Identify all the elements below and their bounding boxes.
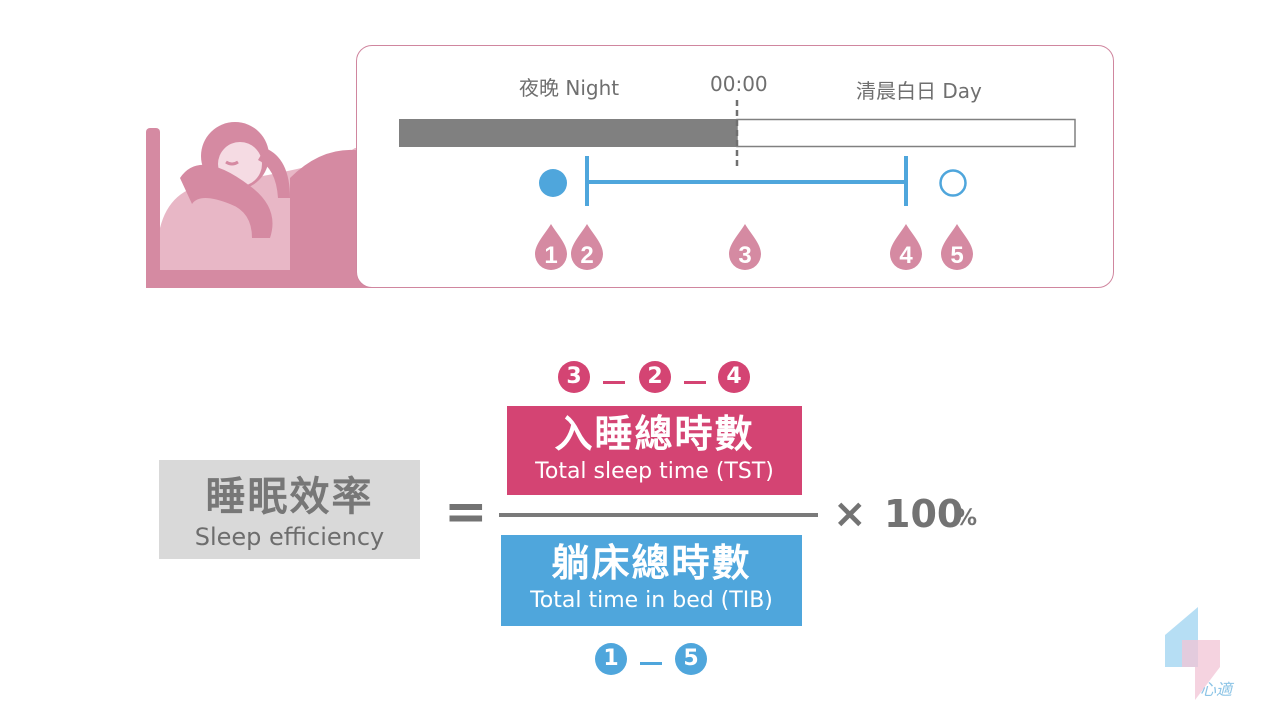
denominator-badge-1: 1 [595,643,627,675]
fraction-line [499,513,818,517]
sleeping-person-illustration [146,122,372,288]
drop-marker-5: 5 [941,224,973,270]
total-time-in-bed-zh: 躺床總時數 [551,541,752,585]
percent-sign: % [955,506,978,531]
equals-sign: = [444,482,488,542]
total-time-in-bed-box: 躺床總時數 Total time in bed (TIB) [501,535,802,626]
day-bar [736,118,1076,148]
total-sleep-time-box: 入睡總時數 Total sleep time (TST) [507,406,802,495]
minus-sign [640,662,662,665]
timeline-graphic [399,100,1076,206]
numerator-badge-4: 4 [718,361,750,393]
drop-marker-label: 1 [544,242,557,269]
sleep-efficiency-zh: 睡眠效率 [205,474,374,520]
total-time-in-bed-en: Total time in bed (TIB) [530,588,773,613]
sleep-efficiency-box: 睡眠效率 Sleep efficiency [159,460,420,559]
brand-logo-icon [1165,607,1220,700]
bedtime-dot [539,169,567,197]
out-of-bed-dot [939,169,967,197]
drop-marker-3: 3 [729,224,761,270]
multiply-sign: × [833,491,867,537]
drop-marker-label: 4 [899,242,913,269]
minus-sign [603,381,625,384]
denominator-badge-5: 5 [675,643,707,675]
sleep-efficiency-en: Sleep efficiency [194,523,385,551]
minus-sign [684,381,706,384]
numerator-badge-2: 2 [639,361,671,393]
drop-marker-2: 2 [571,224,603,270]
drop-marker-label: 5 [950,242,963,269]
drop-marker-4: 4 [890,224,922,270]
midnight-label: 00:00 [710,72,768,96]
total-sleep-time-en: Total sleep time (TST) [535,459,774,484]
night-bar [399,119,737,147]
drop-marker-label: 3 [738,242,751,269]
numerator-badge-3: 3 [558,361,590,393]
night-label: 夜晚 Night [519,76,620,100]
multiplier-value: 100 [884,492,964,536]
total-sleep-time-zh: 入睡總時數 [554,412,755,456]
day-label: 清晨白日 Day [856,79,982,103]
drop-marker-1: 1 [535,224,567,270]
drop-marker-label: 2 [580,242,593,269]
brand-logo-text: 心適 [1200,680,1233,699]
